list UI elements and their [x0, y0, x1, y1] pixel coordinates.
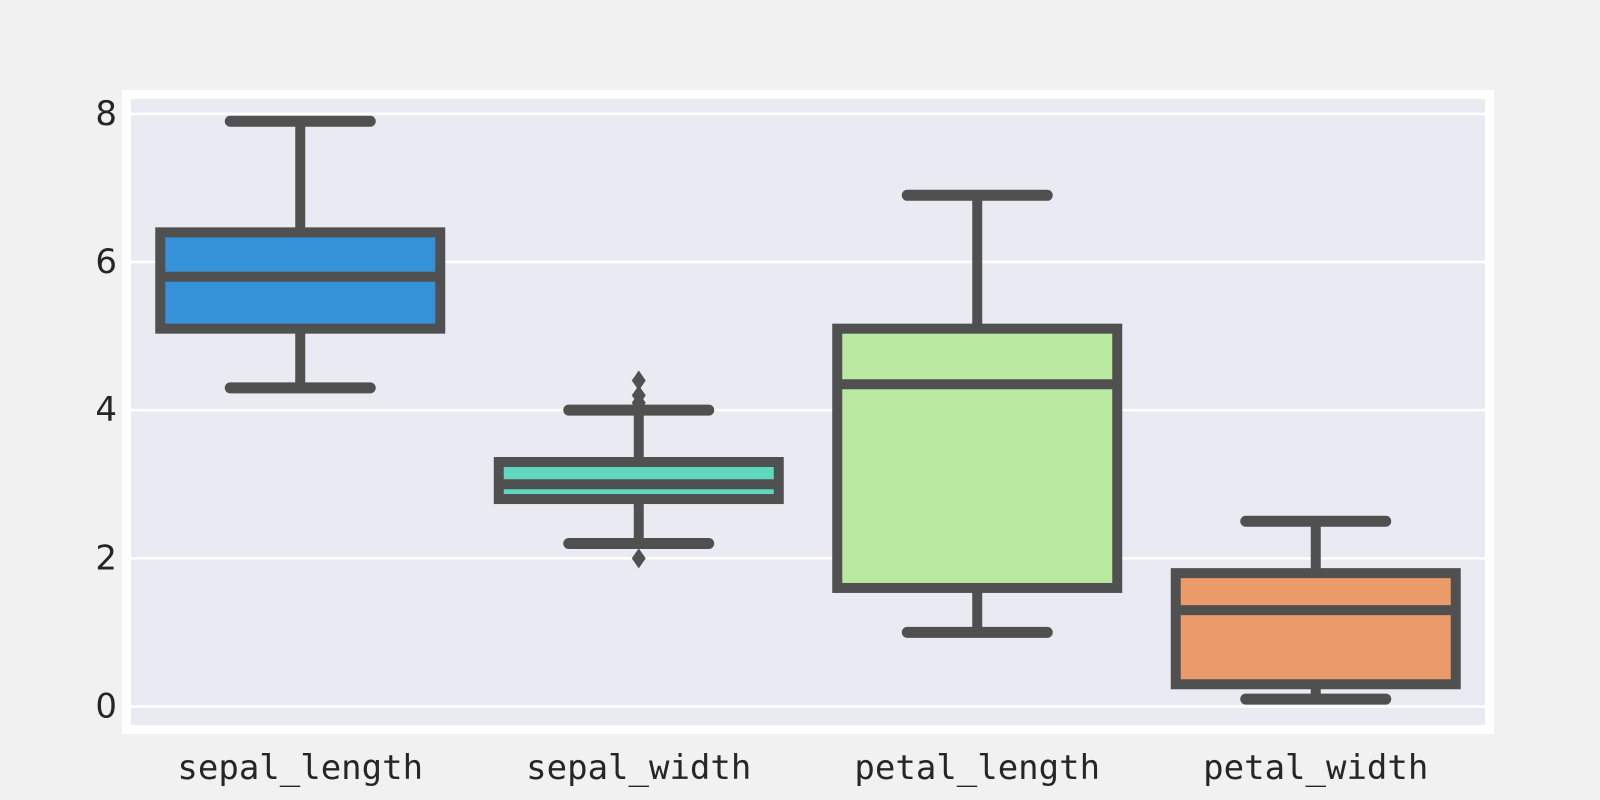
outlier-marker	[631, 370, 646, 391]
y-tick-label: 0	[95, 686, 117, 726]
box-iqr	[832, 323, 1123, 593]
box-group-petal_length	[832, 189, 1123, 638]
x-category-label: sepal_width	[526, 748, 751, 788]
box-group-sepal_width	[493, 370, 784, 569]
y-tick-label: 6	[95, 242, 117, 282]
box-group-petal_width	[1170, 515, 1461, 705]
y-tick-label: 2	[95, 538, 117, 578]
box-iqr	[1170, 568, 1461, 690]
x-category-label: petal_length	[854, 748, 1100, 788]
outlier-marker	[631, 385, 646, 406]
x-category-label: sepal_length	[177, 748, 423, 788]
box-group-sepal_length	[155, 115, 446, 394]
y-axis-tick-labels: 0 2 4 6 8	[95, 94, 117, 727]
x-category-label: petal_width	[1203, 748, 1428, 788]
outlier-marker	[631, 548, 646, 569]
y-tick-label: 4	[95, 390, 117, 430]
y-tick-label: 8	[95, 94, 117, 134]
x-axis-category-labels: sepal_length sepal_width petal_length petal…	[177, 748, 1428, 788]
box-groups	[155, 115, 1461, 705]
